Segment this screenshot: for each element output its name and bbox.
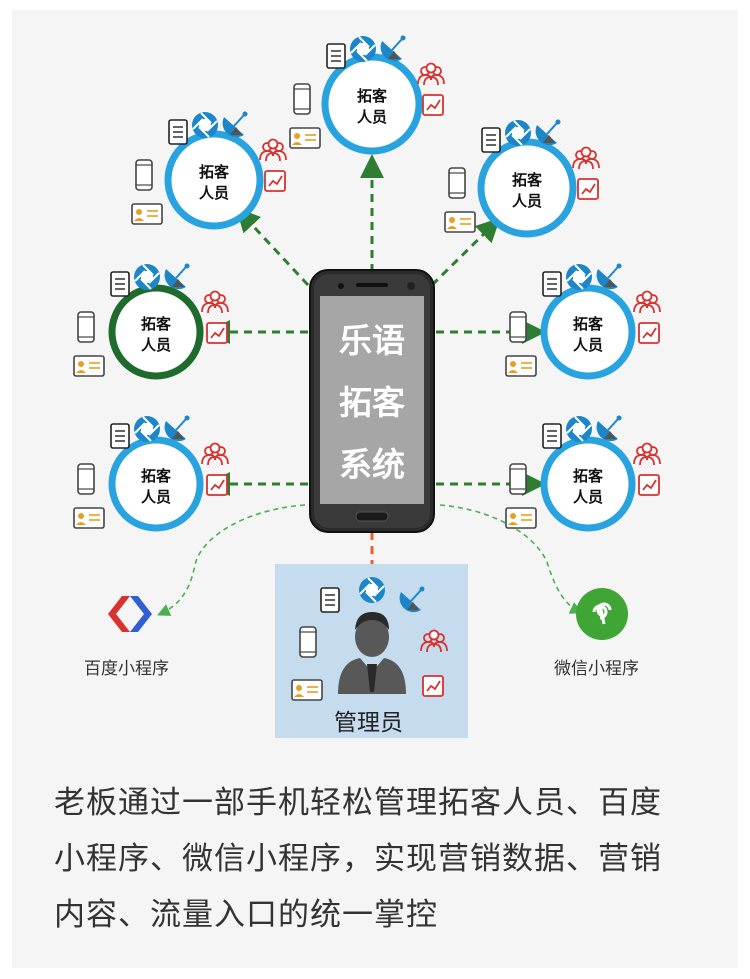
baidu-label: 百度小程序: [84, 659, 169, 679]
node-upper-left-label-2: 人员: [199, 184, 229, 202]
node-mid-right-label-2: 人员: [573, 336, 603, 354]
node-top: [290, 36, 444, 155]
node-low-left: [74, 416, 228, 532]
node-low-right-label-2: 人员: [573, 488, 603, 506]
wechat-label: 微信小程序: [554, 659, 639, 679]
phone-line-3: 系统: [339, 445, 405, 484]
node-upper-right-label-2: 人员: [512, 192, 542, 210]
caption: 老板通过一部手机轻松管理拓客人员、百度 小程序、微信小程序，实现营销数据、营销 …: [54, 775, 704, 943]
node-upper-left-label-1: 拓客: [199, 163, 230, 181]
node-mid-left-label-1: 拓客: [141, 315, 172, 333]
node-mid-left: [74, 264, 228, 380]
caption-line-2: 小程序、微信小程序，实现营销数据、营销: [54, 841, 662, 877]
caption-line-1: 老板通过一部手机轻松管理拓客人员、百度: [54, 785, 662, 821]
node-low-right-label-1: 拓客: [573, 467, 604, 485]
node-upper-right: [445, 120, 599, 238]
node-top-label-2: 人员: [357, 108, 387, 126]
baidu-mini-program-icon: [108, 596, 152, 632]
admin-label: 管理员: [334, 710, 403, 736]
node-top-label-1: 拓客: [357, 87, 388, 105]
node-mid-right: [506, 264, 660, 380]
node-low-left-label-1: 拓客: [141, 467, 172, 485]
caption-line-3: 内容、流量入口的统一掌控: [54, 897, 438, 933]
node-mid-right-label-1: 拓客: [573, 315, 604, 333]
central-phone: [309, 269, 435, 533]
phone-line-2: 拓客: [339, 383, 405, 422]
node-upper-right-label-1: 拓客: [512, 171, 543, 189]
admin-avatar-icon: [338, 612, 406, 694]
node-upper-left: [132, 112, 286, 230]
node-low-left-label-2: 人员: [141, 488, 171, 506]
node-low-right: [506, 416, 660, 532]
phone-line-1: 乐语: [339, 321, 405, 360]
wechat-mini-program-icon: [576, 588, 628, 640]
node-mid-left-label-2: 人员: [141, 336, 171, 354]
